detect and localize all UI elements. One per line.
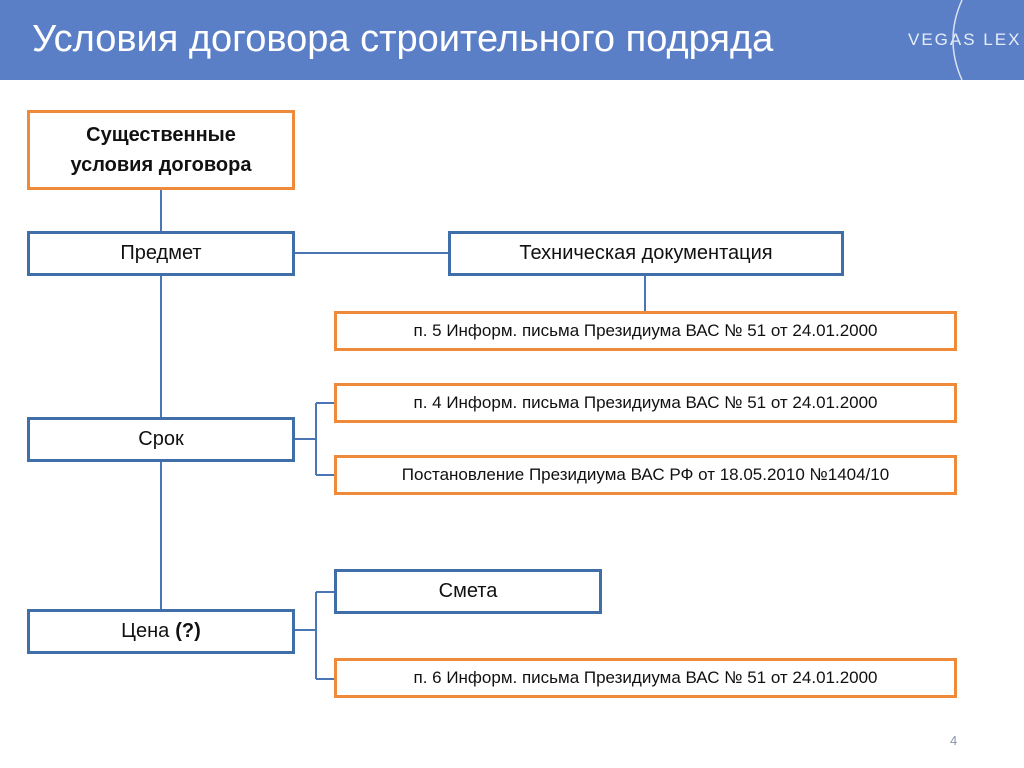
essential-conditions-label: Существенные условия договора: [70, 124, 252, 176]
title-bar: Условия договора строительного подряда V…: [0, 0, 1024, 80]
technical-documentation-label: Техническая документация: [519, 242, 773, 264]
technical-documentation-box: Техническая документация: [448, 231, 844, 276]
term-reference-label-1: п. 4 Информ. письма Президиума ВАС № 51 …: [413, 393, 878, 412]
term-reference-label-2: Постановление Президиума ВАС РФ от 18.05…: [401, 465, 890, 484]
price-question-mark: (?): [175, 620, 201, 642]
term-box: Срок: [27, 417, 295, 462]
tech-docs-reference-label: п. 5 Информ. письма Президиума ВАС № 51 …: [413, 321, 878, 340]
tech-docs-reference-box: п. 5 Информ. письма Президиума ВАС № 51 …: [334, 311, 957, 351]
term-label: Срок: [138, 428, 184, 450]
price-box: Цена (?): [27, 609, 295, 654]
term-reference-box-1: п. 4 Информ. письма Президиума ВАС № 51 …: [334, 383, 957, 423]
vegas-lex-logo: VEGAS LEX: [908, 30, 1022, 49]
estimate-box: Смета: [334, 569, 602, 614]
subject-box: Предмет: [27, 231, 295, 276]
subject-label: Предмет: [120, 242, 202, 264]
logo-arc-icon: [952, 0, 963, 80]
term-reference-box-2: Постановление Президиума ВАС РФ от 18.05…: [334, 455, 957, 495]
price-label: Цена: [121, 620, 170, 642]
price-reference-label: п. 6 Информ. письма Президиума ВАС № 51 …: [413, 668, 878, 687]
essential-conditions-box: Существенные условия договора: [27, 110, 295, 190]
slide-title: Условия договора строительного подряда: [32, 18, 774, 60]
price-reference-box: п. 6 Информ. письма Президиума ВАС № 51 …: [334, 658, 957, 698]
estimate-label: Смета: [438, 580, 498, 602]
page-number: 4: [950, 733, 958, 748]
